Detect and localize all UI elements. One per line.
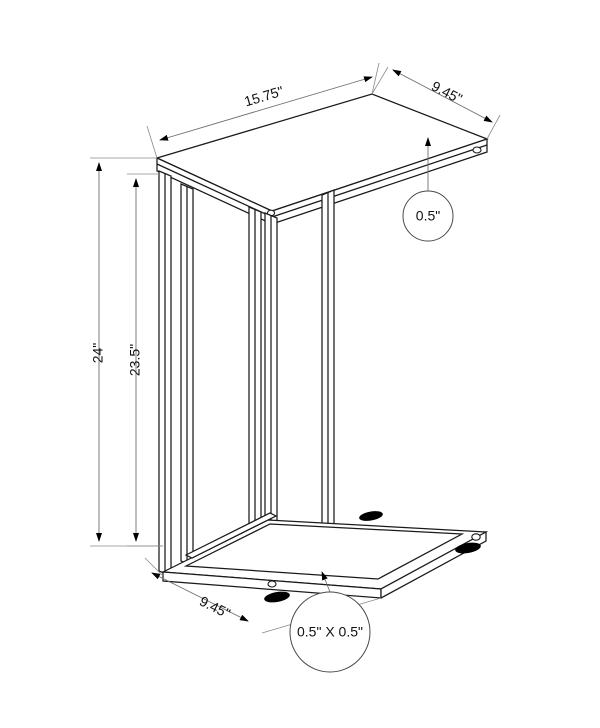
ext-top-depth-end	[486, 114, 501, 140]
base-cross-rail	[184, 512, 278, 559]
callout-top-thickness: 0.5"	[402, 137, 454, 242]
left-front-leg	[158, 170, 172, 577]
dimension-top-width: 15.75"	[146, 62, 380, 159]
center-vertical-post-rear	[248, 206, 262, 544]
top-edge-scribe-right	[271, 144, 488, 218]
dim-label-frame-height: 23.5"	[127, 344, 143, 376]
callout-bubble-top-thickness	[402, 190, 454, 242]
leader-line-tube-profile	[321, 571, 331, 593]
base-frame-assembly	[160, 511, 489, 603]
ext-top-width-left	[146, 125, 158, 159]
foot-back-right	[359, 511, 383, 521]
callout-bubble-tube-profile	[289, 591, 371, 673]
dim-label-top-depth: 9.45"	[429, 78, 465, 107]
dim-line-top-width	[159, 76, 373, 141]
base-front-bolt-icon	[267, 580, 277, 588]
callout-label-top-thickness: 0.5"	[416, 208, 440, 224]
ext-top-depth-start	[371, 66, 389, 95]
foot-front-left	[264, 591, 290, 603]
dim-line-base-depth	[151, 572, 249, 622]
base-frame-inner-opening	[183, 523, 465, 580]
dim-label-top-width: 15.75"	[242, 83, 285, 110]
dim-label-overall-height: 24"	[90, 343, 106, 364]
callout-tube-profile: 0.5" X 0.5"	[289, 571, 371, 673]
dim-line-top-depth	[392, 69, 493, 123]
left-back-leg	[180, 183, 194, 567]
top-right-bolt-icon	[472, 146, 482, 154]
foot-front-right	[455, 542, 481, 554]
callout-label-tube-profile: 0.5" X 0.5"	[297, 624, 363, 640]
dim-label-base-depth: 9.45"	[197, 593, 233, 622]
dimension-overall-height: 24"	[90, 157, 163, 547]
back-panel-right-stile	[321, 189, 335, 572]
base-right-bolt-icon	[471, 533, 481, 541]
ext-top-width-right	[371, 62, 380, 95]
dimension-frame-height: 23.5"	[127, 173, 163, 547]
